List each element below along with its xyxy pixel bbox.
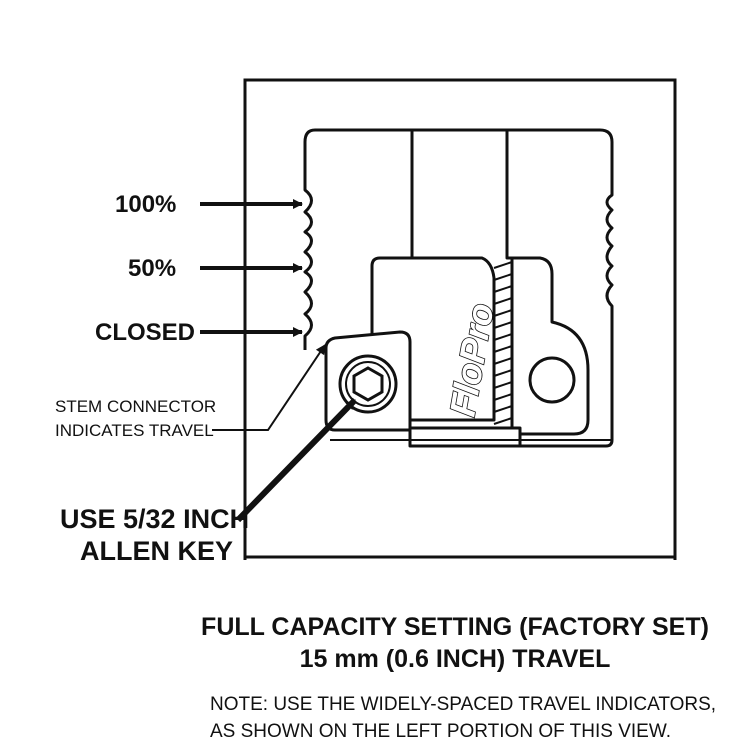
yoke-window bbox=[303, 128, 614, 448]
stem-threads bbox=[493, 261, 513, 425]
caption-line2: 15 mm (0.6 INCH) TRAVEL bbox=[300, 645, 611, 673]
indicator-label-100: 100% bbox=[115, 191, 176, 218]
allen-key-label-line1: USE 5/32 INCH bbox=[60, 504, 249, 534]
indicator-label-closed: CLOSED bbox=[95, 319, 195, 346]
indicator-label-50: 50% bbox=[128, 255, 176, 282]
note-line1: NOTE: USE THE WIDELY-SPACED TRAVEL INDIC… bbox=[210, 694, 716, 715]
note-line2: AS SHOWN ON THE LEFT PORTION OF THIS VIE… bbox=[210, 721, 671, 742]
stem-connector-leader bbox=[212, 344, 326, 431]
valve-yoke bbox=[243, 78, 677, 560]
stem-connector-label-line2: INDICATES TRAVEL bbox=[55, 421, 214, 440]
valve-stem bbox=[410, 130, 509, 258]
stem-connector-label-line1: STEM CONNECTOR bbox=[55, 397, 216, 416]
allen-key-arrow bbox=[235, 397, 358, 523]
allen-bolt bbox=[338, 354, 398, 414]
mounting-hole bbox=[528, 356, 576, 404]
allen-key-label-line2: ALLEN KEY bbox=[80, 536, 233, 566]
caption-line1: FULL CAPACITY SETTING (FACTORY SET) bbox=[201, 613, 709, 641]
